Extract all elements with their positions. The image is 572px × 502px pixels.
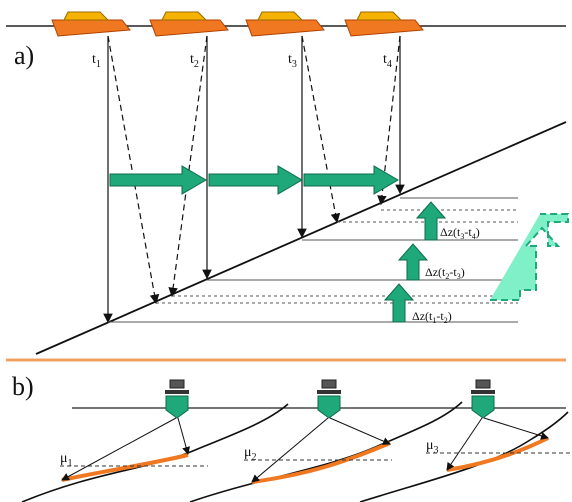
- dz-label-3-4: Δz(t3-t4): [440, 225, 480, 241]
- mu-label-1: μ1: [60, 451, 73, 469]
- time-label-3: t3: [288, 52, 297, 70]
- motion-arrow-2: [208, 165, 303, 195]
- seafloor-highlight-1: [61, 453, 189, 482]
- dz-arrow-3: [415, 201, 447, 241]
- boat-hull: [344, 19, 424, 37]
- panel-b-label: b): [12, 372, 34, 401]
- mu-label-2: μ2: [244, 445, 257, 463]
- cumulative-dz-arrow: [490, 213, 569, 301]
- sensor-head: [471, 395, 495, 419]
- panel-b: b) μ1 μ2 μ3: [12, 372, 570, 502]
- sensor-1-beam-right: [177, 417, 190, 455]
- sensor-mount: [169, 379, 185, 389]
- mu-label-3: μ3: [426, 438, 439, 456]
- sensor-mount: [475, 379, 491, 389]
- sensor-3: [471, 379, 495, 419]
- seafloor-highlight-2: [251, 441, 391, 484]
- boat-cabin: [161, 11, 208, 21]
- time-label-4: t4: [383, 52, 392, 70]
- boat-3: [245, 11, 325, 37]
- sensor-2-beam-left: [251, 417, 329, 483]
- time-label-2: t2: [190, 52, 199, 70]
- dz-arrow-1: [383, 283, 415, 323]
- sensor-1-beam-left: [61, 417, 177, 481]
- time-label-1: t1: [92, 52, 101, 70]
- sensor-head: [165, 395, 189, 419]
- seafloor-curve-3: [359, 411, 569, 502]
- slant-beam-3: [301, 35, 341, 224]
- slant-beam-2: [168, 35, 208, 298]
- sensor-2: [317, 379, 341, 419]
- panel-a-label: a): [14, 41, 34, 70]
- dz-arrow-2: [397, 243, 429, 281]
- slant-beam-1: [107, 35, 160, 305]
- sensor-bar: [471, 390, 495, 394]
- motion-arrow-3: [303, 165, 399, 195]
- sensor-head: [317, 395, 341, 419]
- motion-arrow-1: [109, 165, 207, 195]
- boat-hull: [245, 19, 325, 37]
- sensor-3-beam-right: [483, 417, 549, 440]
- sensor-3-beam-left: [446, 417, 483, 471]
- seafloor-slope-line: [35, 121, 567, 355]
- boat-4: [344, 11, 424, 37]
- boat-1: [51, 11, 131, 37]
- sensor-bar: [165, 390, 189, 394]
- seafloor-curve-2: [189, 401, 463, 502]
- seafloor-highlight-3: [446, 436, 549, 472]
- boat-2: [149, 11, 229, 37]
- boat-hull: [51, 19, 131, 37]
- dz-label-1-2: Δz(t1-t2): [412, 309, 452, 325]
- boat-cabin: [63, 11, 110, 21]
- boat-cabin: [257, 11, 304, 21]
- sensor-mount: [321, 379, 337, 389]
- boat-hull: [149, 19, 229, 37]
- boat-cabin: [356, 11, 403, 21]
- sensor-1: [165, 379, 189, 419]
- panel-a: a) t1 t2 t3 t4: [6, 11, 569, 355]
- sensor-bar: [317, 390, 341, 394]
- dz-label-2-3: Δz(t2-t3): [425, 265, 465, 281]
- sensor-2-beam-right: [329, 417, 391, 445]
